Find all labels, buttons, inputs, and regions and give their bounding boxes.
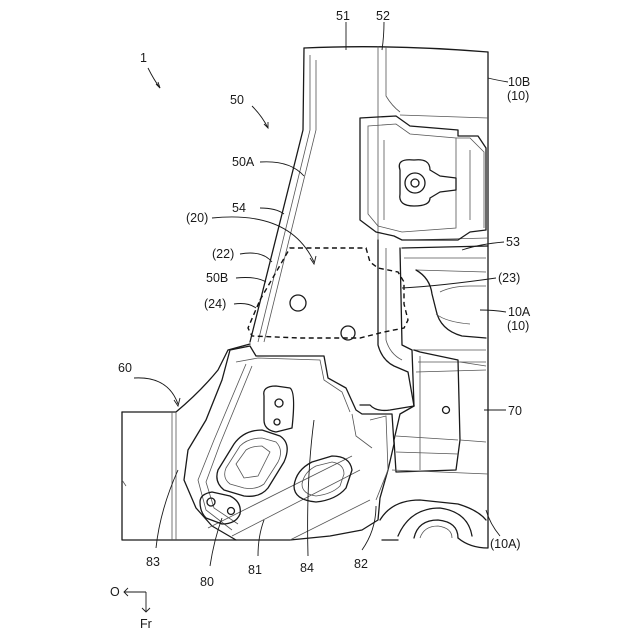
member-80: [184, 346, 394, 540]
label-53: 53: [506, 235, 520, 249]
label-10a-paren: (10A): [490, 537, 521, 551]
upper-bracket: [360, 116, 486, 240]
label-60: 60: [118, 361, 132, 375]
label-50: 50: [230, 93, 244, 107]
lower-body-panel: [402, 246, 488, 372]
leader-lines: [134, 22, 508, 566]
orientation-indicator: O Fr: [110, 585, 152, 631]
label-54: 54: [232, 201, 246, 215]
label-50a: 50A: [232, 155, 255, 169]
orientation-origin-label: O: [110, 585, 120, 599]
label-20: (20): [186, 211, 208, 225]
label-83: 83: [146, 555, 160, 569]
pillar-hole-lower: [341, 326, 355, 340]
label-80: 80: [200, 575, 214, 589]
label-51: 51: [336, 9, 350, 23]
lower-floor-area: [380, 470, 488, 540]
reinforcement-70: [394, 350, 486, 472]
reference-labels: 1 50 51 52 10B (10) 50A 54 (20) 53 (22) …: [118, 9, 531, 589]
label-23: (23): [498, 271, 520, 285]
label-24: (24): [204, 297, 226, 311]
bracket-60: [122, 344, 250, 540]
label-10b: 10B: [508, 75, 530, 89]
orientation-left-arrow: [124, 588, 146, 596]
label-70: 70: [508, 404, 522, 418]
label-82: 82: [354, 557, 368, 571]
label-50b: 50B: [206, 271, 228, 285]
label-10a-ref: (10): [507, 319, 529, 333]
orientation-forward-label: Fr: [140, 617, 152, 631]
label-10b-ref: (10): [507, 89, 529, 103]
label-52: 52: [376, 9, 390, 23]
label-1: 1: [140, 51, 147, 65]
label-10a: 10A: [508, 305, 531, 319]
label-22: (22): [212, 247, 234, 261]
label-81: 81: [248, 563, 262, 577]
label-84: 84: [300, 561, 314, 575]
orientation-down-arrow: [142, 592, 150, 612]
pillar-hole-upper: [290, 295, 306, 311]
